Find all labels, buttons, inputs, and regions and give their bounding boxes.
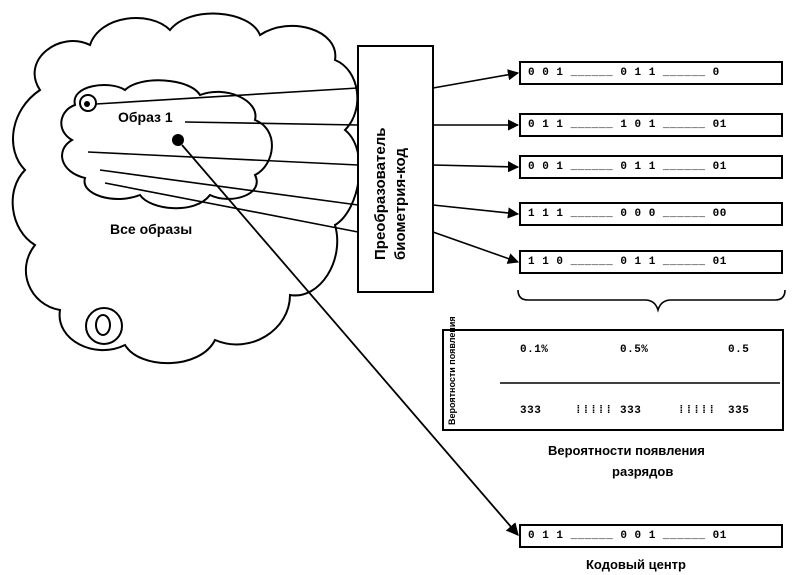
probability-caption-2: разрядов [612, 464, 674, 479]
prob-top-1: 0.1% [520, 344, 549, 356]
image-cloud [60, 79, 273, 210]
code-row-1: 0 0 1 ______ 0 1 1 ______ 0 [528, 67, 720, 79]
probability-caption-1: Вероятности появления [548, 443, 705, 458]
group-brace [517, 289, 786, 313]
sample-lines [87, 87, 359, 233]
code-row-3: 0 0 1 ______ 0 1 1 ______ 01 [528, 161, 727, 173]
code-box-5 [519, 250, 783, 274]
code-box-4 [519, 202, 783, 226]
center-arrow [181, 144, 519, 536]
converter-box [357, 45, 434, 293]
prob-dots-2: ⁞⁞⁞⁞⁞ [678, 405, 717, 417]
converter-arrows [432, 69, 520, 264]
code-box-3 [519, 155, 783, 179]
prob-top-2: 0.5% [620, 344, 649, 356]
code-box-2 [519, 113, 783, 137]
probability-box [442, 329, 784, 431]
code-row-2: 0 1 1 ______ 1 0 1 ______ 01 [528, 119, 727, 131]
sample-circle-large [85, 307, 123, 345]
image-1-label: Образ 1 [118, 109, 173, 125]
code-row-4: 1 1 1 ______ 0 0 0 ______ 00 [528, 208, 727, 220]
code-row-5: 1 1 0 ______ 0 1 1 ______ 01 [528, 256, 727, 268]
converter-label-2: биометрия-код [392, 148, 409, 260]
converter-label-1: Преобразователь [372, 127, 389, 260]
code-boxes [519, 61, 783, 274]
prob-top-3: 0.5 [728, 344, 750, 356]
prob-bottom-2: 333 [620, 405, 642, 417]
prob-bottom-3: 335 [728, 405, 750, 417]
sample-circle-small [79, 94, 97, 112]
image-centroid-dot [172, 134, 184, 146]
code-center-label: Кодовый центр [586, 557, 686, 572]
prob-bottom-1: 333 [520, 405, 542, 417]
code-box-1 [519, 61, 783, 85]
all-images-cloud [11, 12, 361, 365]
code-center-box [519, 524, 783, 548]
code-center-value: 0 1 1 ______ 0 0 1 ______ 01 [528, 530, 727, 542]
probability-side-label: Вероятности появления [447, 316, 457, 425]
prob-dots-1: ⁞⁞⁞⁞⁞ [575, 405, 614, 417]
all-images-label: Все образы [110, 221, 193, 237]
